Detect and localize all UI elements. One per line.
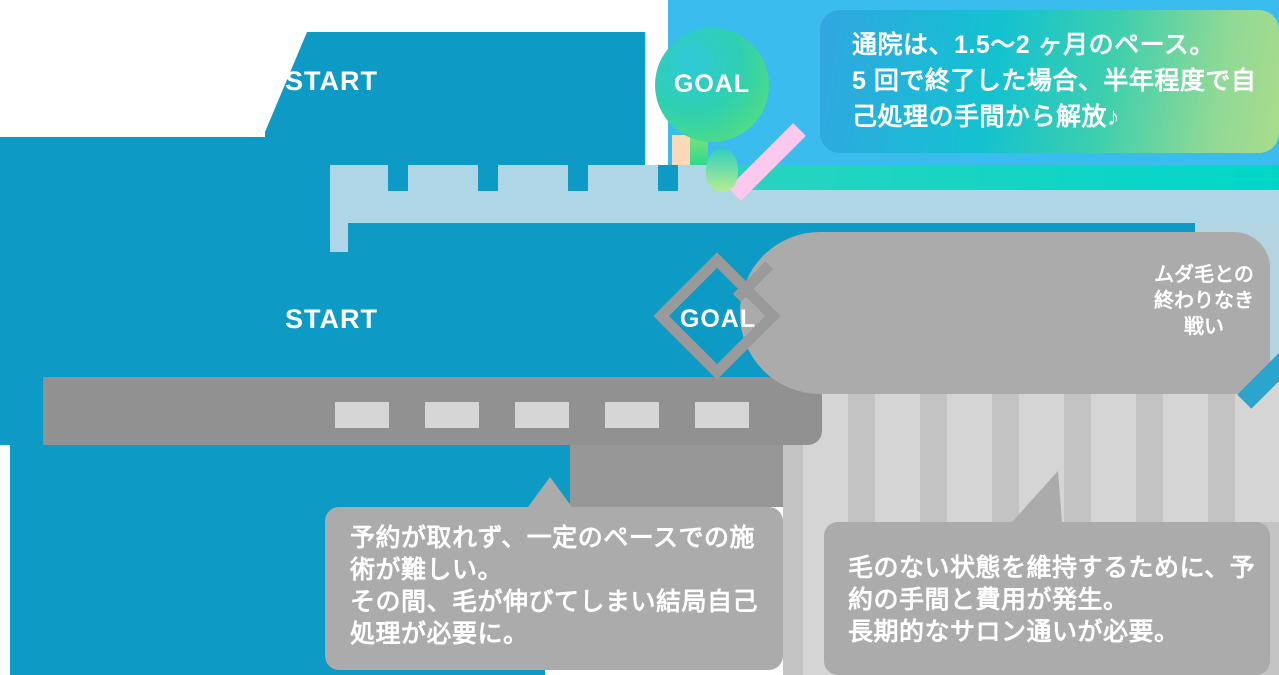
salon-road-tab [425, 402, 479, 428]
maintenance-line: 毛のない状態を維持するために、予 [848, 554, 1256, 582]
salon-underroad-fill [570, 445, 783, 507]
endless-battle-line: 戦い [1184, 316, 1224, 338]
salon-road-tab [515, 402, 569, 428]
salon-start-label: START [285, 304, 378, 334]
salon-picket [1163, 377, 1208, 522]
salon-road-tab [695, 402, 749, 428]
maintenance-callout-bubble [824, 522, 1270, 675]
clinic-timeline-notch [568, 165, 588, 191]
salon-endless-battle-bubble [740, 232, 1270, 394]
clinic-callout-bubble [820, 10, 1279, 153]
reservation-line: 予約が取れず、一定のペースでの施 [350, 524, 756, 552]
clinic-road-background [10, 445, 570, 507]
clinic-goal-label: GOAL [673, 70, 751, 98]
clinic-start-block [265, 32, 645, 138]
endless-battle-line: 終わりなき [1154, 290, 1254, 312]
salon-goal-label: GOAL [679, 305, 757, 333]
goal-balloon-ribbon-green [690, 135, 708, 165]
reservation-line: 処理が必要に。 [350, 620, 529, 648]
clinic-timeline-notch [658, 165, 678, 191]
maintenance-line: 長期的なサロン通いが必要。 [848, 618, 1180, 646]
clinic-start-label: START [285, 66, 378, 96]
clinic-callout-line: 5 回で終了した場合、半年程度で自 [852, 67, 1257, 95]
clinic-callout-line: 通院は、1.5〜2 ヶ月のペース。 [852, 31, 1215, 59]
salon-road-tab [335, 402, 389, 428]
clinic-timeline-notch [478, 165, 498, 191]
salon-road-tab [605, 402, 659, 428]
maintenance-line: 約の手間と費用が発生。 [848, 586, 1129, 614]
salon-endless-battle-text: ムダ毛との 終わりなき 戦い [1144, 262, 1264, 340]
salon-picket [1091, 377, 1136, 522]
clinic-goal-teal-strip [736, 165, 1279, 190]
clinic-timeline-band-end [330, 223, 348, 252]
clinic-callout-line: 己処理の手間から解放♪ [852, 103, 1121, 131]
endless-battle-line: ムダ毛との [1154, 264, 1254, 286]
salon-picket [875, 377, 920, 522]
reservation-callout-text: 予約が取れず、一定のペースでの施 術が難しい。 その間、毛が伸びてしまい結局自己… [350, 522, 770, 650]
clinic-timeline-notch [388, 165, 408, 191]
goal-balloon-ribbon-peach [672, 135, 690, 165]
maintenance-callout-text: 毛のない状態を維持するために、予 約の手間と費用が発生。 長期的なサロン通いが必… [848, 552, 1258, 648]
reservation-line: 術が難しい。 [350, 556, 504, 584]
reservation-callout-bubble [325, 507, 783, 670]
goal-balloon [655, 28, 769, 142]
clinic-callout-text: 通院は、1.5〜2 ヶ月のペース。 5 回で終了した場合、半年程度で自 己処理の… [852, 27, 1272, 135]
salon-picket [947, 377, 992, 522]
goal-balloon-tail [706, 148, 738, 192]
reservation-line: その間、毛が伸びてしまい結局自己 [350, 588, 759, 616]
